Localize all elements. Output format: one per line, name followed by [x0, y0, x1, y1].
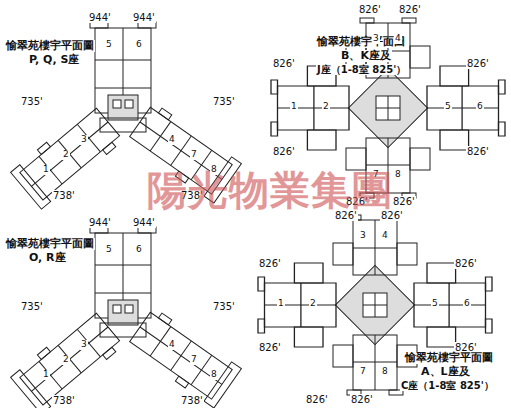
- unit-number: 3: [372, 34, 380, 44]
- unit-number: 5: [105, 245, 113, 255]
- area-dimension: 826': [466, 58, 490, 69]
- plan-heading: 愉翠苑樓宇平面圖: [404, 352, 494, 364]
- area-dimension: 826': [466, 146, 490, 157]
- unit-number: 4: [394, 34, 402, 44]
- unit-number: 8: [210, 370, 218, 380]
- unit-number: 8: [394, 170, 402, 180]
- area-dimension: 944': [132, 217, 156, 228]
- area-dimension: 944': [88, 12, 112, 23]
- area-dimension: 735': [20, 96, 44, 107]
- unit-number: 2: [62, 150, 70, 160]
- area-dimension: 735': [212, 301, 236, 312]
- plan-heading: 愉翠苑樓宇平面圖: [316, 36, 406, 48]
- plan-heading: 愉翠苑樓宇平面圖: [5, 40, 95, 52]
- unit-number: 1: [290, 102, 298, 112]
- plan-heading: O, R座: [28, 252, 67, 264]
- block-alc-plan: [258, 215, 492, 395]
- unit-number: 7: [359, 367, 367, 377]
- plan-heading: P, Q, S座: [28, 54, 80, 66]
- area-dimension: 826': [305, 394, 329, 405]
- unit-number: 7: [190, 355, 198, 365]
- unit-number: 1: [277, 299, 285, 309]
- area-dimension: 826': [272, 146, 296, 157]
- area-dimension: 738': [52, 190, 76, 201]
- unit-number: 5: [444, 102, 452, 112]
- area-dimension: 826': [258, 342, 282, 353]
- unit-number: 2: [62, 355, 70, 365]
- plan-heading: B、K座及: [340, 50, 392, 62]
- unit-number: 2: [309, 299, 317, 309]
- unit-number: 3: [80, 340, 88, 350]
- unit-number: 1: [42, 165, 50, 175]
- area-dimension: 826': [350, 394, 374, 405]
- unit-number: 4: [168, 340, 176, 350]
- plan-heading: 愉翠苑樓宇平面圖: [5, 238, 95, 250]
- area-dimension: 735': [20, 301, 44, 312]
- area-dimension: 944': [88, 217, 112, 228]
- unit-number: 4: [168, 135, 176, 145]
- unit-number: 3: [80, 135, 88, 145]
- unit-number: 6: [135, 40, 143, 50]
- area-dimension: 826': [272, 58, 296, 69]
- plan-heading: A、L座及: [420, 366, 471, 378]
- area-dimension: 826': [398, 4, 422, 15]
- area-dimension: 826': [358, 4, 382, 15]
- unit-number: 3: [359, 231, 367, 241]
- unit-number: 1: [42, 370, 50, 380]
- unit-number: 6: [476, 102, 484, 112]
- plan-heading: J座（1-8室 825'）: [316, 64, 407, 75]
- unit-number: 5: [431, 299, 439, 309]
- unit-number: 6: [135, 245, 143, 255]
- unit-number: 4: [381, 231, 389, 241]
- unit-number: 6: [463, 299, 471, 309]
- area-dimension: 944': [132, 12, 156, 23]
- area-dimension: 826': [454, 258, 478, 269]
- unit-number: 8: [381, 367, 389, 377]
- area-dimension: 738': [52, 395, 76, 406]
- area-dimension: 738': [180, 395, 204, 406]
- unit-number: 2: [322, 102, 330, 112]
- unit-number: 7: [190, 150, 198, 160]
- unit-number: 5: [105, 40, 113, 50]
- watermark: 陽光物業集團: [146, 168, 394, 212]
- plan-heading: C座（1-8室 825'）: [400, 380, 495, 391]
- area-dimension: 826': [258, 258, 282, 269]
- area-dimension: 735': [212, 96, 236, 107]
- area-dimension: 826': [392, 196, 416, 207]
- block-or-plan: [11, 227, 242, 408]
